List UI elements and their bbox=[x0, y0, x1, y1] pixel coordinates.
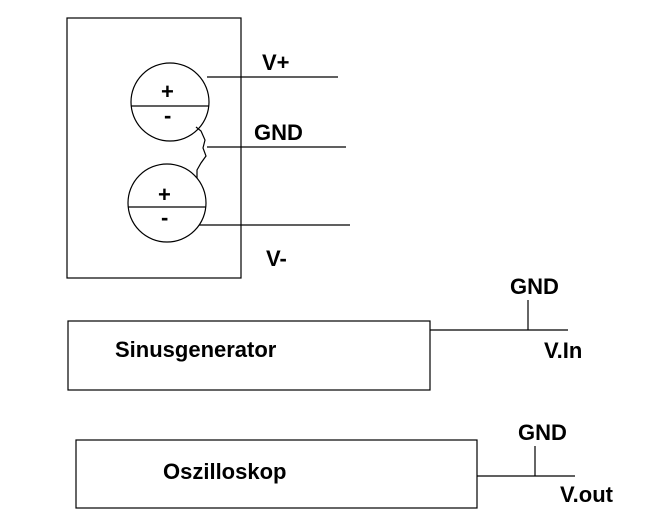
top-cell-plus-sign: + bbox=[161, 79, 174, 104]
sine-generator-gnd-label: GND bbox=[510, 274, 559, 299]
oscilloscope: Oszilloskop GND V.out bbox=[75, 420, 614, 509]
top-cell-circle bbox=[130, 62, 210, 142]
oscilloscope-label: Oszilloskop bbox=[163, 459, 286, 484]
series-link-wire bbox=[195, 126, 207, 178]
power-supply-box bbox=[66, 17, 242, 279]
vminus-label: V- bbox=[266, 246, 287, 271]
gnd-label: GND bbox=[254, 120, 303, 145]
oscilloscope-vout-label: V.out bbox=[560, 482, 614, 507]
top-cell: + - bbox=[130, 62, 210, 142]
sine-generator-box bbox=[67, 320, 431, 391]
bottom-cell-plus-sign: + bbox=[158, 182, 171, 207]
sine-generator: Sinusgenerator GND V.In bbox=[67, 274, 582, 391]
top-cell-minus-sign: - bbox=[164, 103, 171, 128]
bottom-cell-circle bbox=[127, 163, 207, 243]
vplus-label: V+ bbox=[262, 50, 290, 75]
oscilloscope-box bbox=[75, 439, 478, 509]
sine-generator-label: Sinusgenerator bbox=[115, 337, 277, 362]
bottom-cell: + - bbox=[127, 163, 207, 243]
sine-generator-vin-label: V.In bbox=[544, 338, 582, 363]
oscilloscope-gnd-label: GND bbox=[518, 420, 567, 445]
bottom-cell-minus-sign: - bbox=[161, 205, 168, 230]
